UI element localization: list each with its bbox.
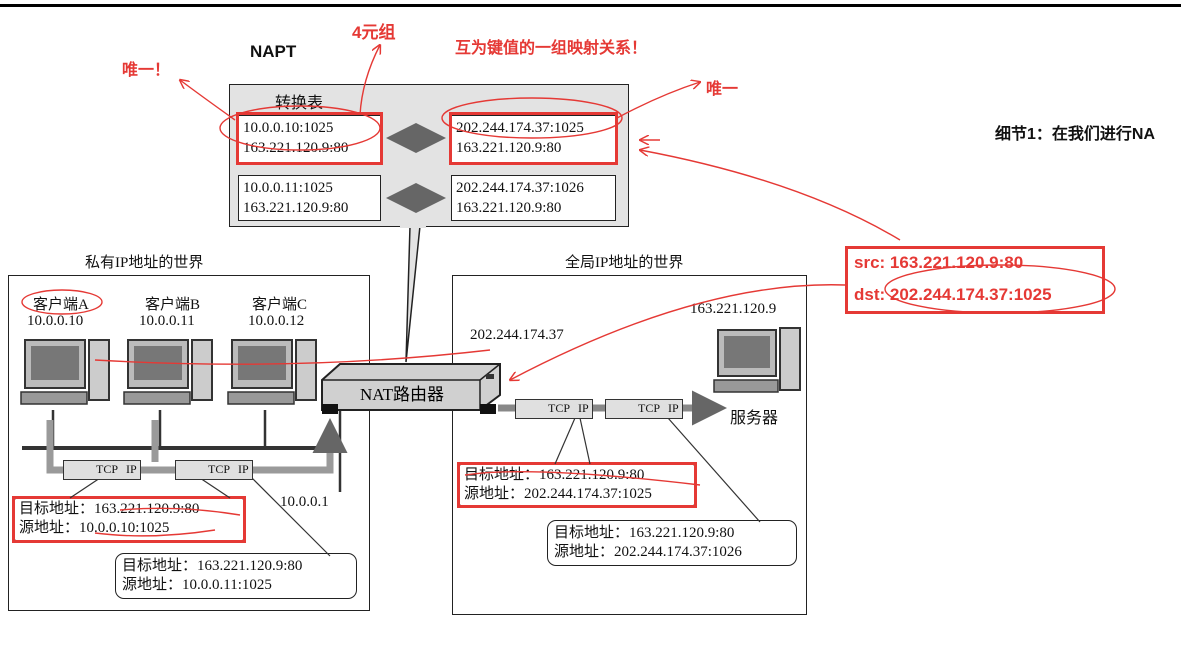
computer-icon (20, 339, 110, 405)
client-c-name: 客户端C (252, 297, 308, 313)
packet-ip-label: IP (668, 401, 679, 415)
server-ip: 163.221.120.9 (690, 301, 777, 317)
global-packet-2-dst: 目标地址：163.221.120.9:80 (554, 525, 735, 541)
table-row-1-global: 202.244.174.37:1025 163.221.120.9:80 (451, 115, 616, 163)
table-row-2-private-line2: 163.221.120.9:80 (243, 200, 349, 216)
private-world-panel (8, 275, 370, 611)
server-label: 服务器 (730, 410, 779, 427)
private-packet-2-src: 源地址：10.0.0.11:1025 (122, 577, 272, 593)
unique-right-note: 唯一 (706, 81, 739, 98)
computer-icon (123, 339, 213, 405)
global-packet-1-callout: 目标地址：163.221.120.9:80 源地址：202.244.174.37… (457, 462, 697, 508)
global-world-title: 全局IP地址的世界 (565, 255, 684, 271)
client-a-ip: 10.0.0.10 (27, 313, 84, 329)
table-row-2-global: 202.244.174.37:1026 163.221.120.9:80 (451, 175, 616, 221)
server-icon (713, 327, 801, 393)
client-b-name: 客户端B (145, 297, 201, 313)
table-row-1-private-line2: 163.221.120.9:80 (243, 140, 349, 156)
client-c-ip: 10.0.0.12 (248, 313, 305, 329)
private-packet-1-dst: 目标地址：163.221.120.9:80 (19, 501, 200, 517)
global-packet-1-src: 源地址：202.244.174.37:1025 (464, 486, 652, 502)
packet-icon: TCP IP (63, 460, 141, 480)
client-a-name: 客户端A (33, 297, 89, 313)
packet-ip-label: IP (238, 462, 249, 476)
highlight-row-1-private (236, 112, 383, 165)
packet-ip-label: IP (578, 401, 589, 415)
global-packet-2-src: 源地址：202.244.174.37:1026 (554, 544, 742, 560)
table-row-2-private-line1: 10.0.0.11:1025 (243, 180, 333, 196)
table-row-1-private-line1: 10.0.0.10:1025 (243, 120, 334, 136)
private-packet-2-dst: 目标地址：163.221.120.9:80 (122, 558, 303, 574)
global-packet-1-dst: 目标地址：163.221.120.9:80 (464, 467, 645, 483)
private-packet-2-callout: 目标地址：163.221.120.9:80 源地址：10.0.0.11:1025 (115, 553, 357, 599)
napt-title: NAPT (250, 42, 297, 61)
client-b-ip: 10.0.0.11 (139, 313, 195, 329)
packet-tcp-label: TCP (208, 462, 231, 476)
router-label: NAT路由器 (360, 385, 444, 404)
table-row-2-global-line2: 163.221.120.9:80 (456, 200, 562, 216)
table-row-2-global-line1: 202.244.174.37:1026 (456, 180, 584, 196)
global-packet-2-callout: 目标地址：163.221.120.9:80 源地址：202.244.174.37… (547, 520, 797, 566)
private-packet-1-src: 源地址：10.0.0.10:1025 (19, 520, 170, 536)
response-src: src: 163.221.120.9:80 (854, 253, 1024, 272)
detail-note: 细节1：在我们进行NA (995, 126, 1156, 143)
nat-router-icon (321, 363, 501, 414)
packet-tcp-label: TCP (638, 401, 661, 415)
packet-icon: TCP IP (605, 399, 683, 419)
gateway-ip: 10.0.0.1 (280, 494, 329, 510)
packet-tcp-label: TCP (96, 462, 119, 476)
packet-tcp-label: TCP (548, 401, 571, 415)
unique-left-note: 唯一！ (122, 62, 171, 79)
highlight-private-packet-1 (12, 496, 246, 543)
response-dst: dst: 202.244.174.37:1025 (854, 285, 1052, 304)
private-world-title: 私有IP地址的世界 (85, 255, 204, 271)
top-divider (0, 4, 1181, 7)
translation-table-title: 转换表 (275, 95, 324, 112)
computer-icon (227, 339, 317, 405)
packet-icon: TCP IP (515, 399, 593, 419)
four-tuple-note: 4元组 (352, 23, 396, 42)
table-row-1-global-line2: 163.221.120.9:80 (456, 140, 562, 156)
table-row-1-global-line1: 202.244.174.37:1025 (456, 120, 584, 136)
table-row-1-private: 10.0.0.10:1025 163.221.120.9:80 (238, 115, 381, 163)
global-world-panel (452, 275, 807, 615)
highlight-row-1-global (449, 112, 618, 165)
router-public-ip: 202.244.174.37 (470, 327, 564, 343)
table-row-2-private: 10.0.0.11:1025 163.221.120.9:80 (238, 175, 381, 221)
packet-icon: TCP IP (175, 460, 253, 480)
mutual-key-note: 互为键值的一组映射关系！ (455, 40, 648, 57)
packet-ip-label: IP (126, 462, 137, 476)
table-pointer (405, 225, 421, 363)
